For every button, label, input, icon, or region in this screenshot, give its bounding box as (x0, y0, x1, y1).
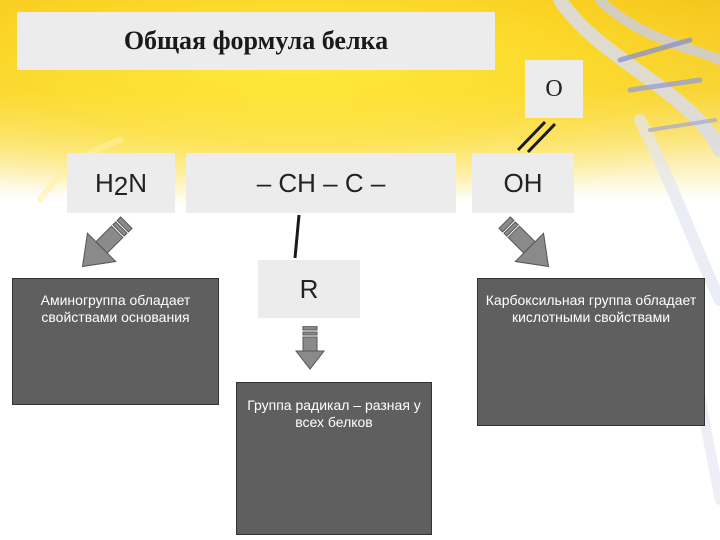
double-bond-line-1 (516, 120, 547, 152)
backbone-formula: – CH – C – (186, 153, 456, 213)
hydroxyl-formula: OH (472, 153, 574, 213)
amino-description: Аминогруппа обладает свойствами основани… (12, 278, 219, 405)
single-bond-line (293, 214, 301, 259)
radical-formula: R (258, 260, 360, 318)
oxygen-label: O (525, 60, 583, 118)
amino-n: N (128, 167, 148, 198)
page-title: Общая формула белка (17, 12, 495, 70)
amino-h: H (94, 167, 114, 198)
arrow-down-left-icon (81, 216, 133, 268)
radical-description: Группа радикал – разная у всех белков (236, 382, 432, 535)
amino-subscript: 2 (113, 170, 129, 201)
arrow-down-icon (294, 326, 326, 370)
arrow-down-right-icon (498, 216, 550, 268)
carboxyl-description: Карбоксильная группа обладает кислотными… (477, 278, 705, 426)
double-bond-line-2 (526, 122, 557, 154)
